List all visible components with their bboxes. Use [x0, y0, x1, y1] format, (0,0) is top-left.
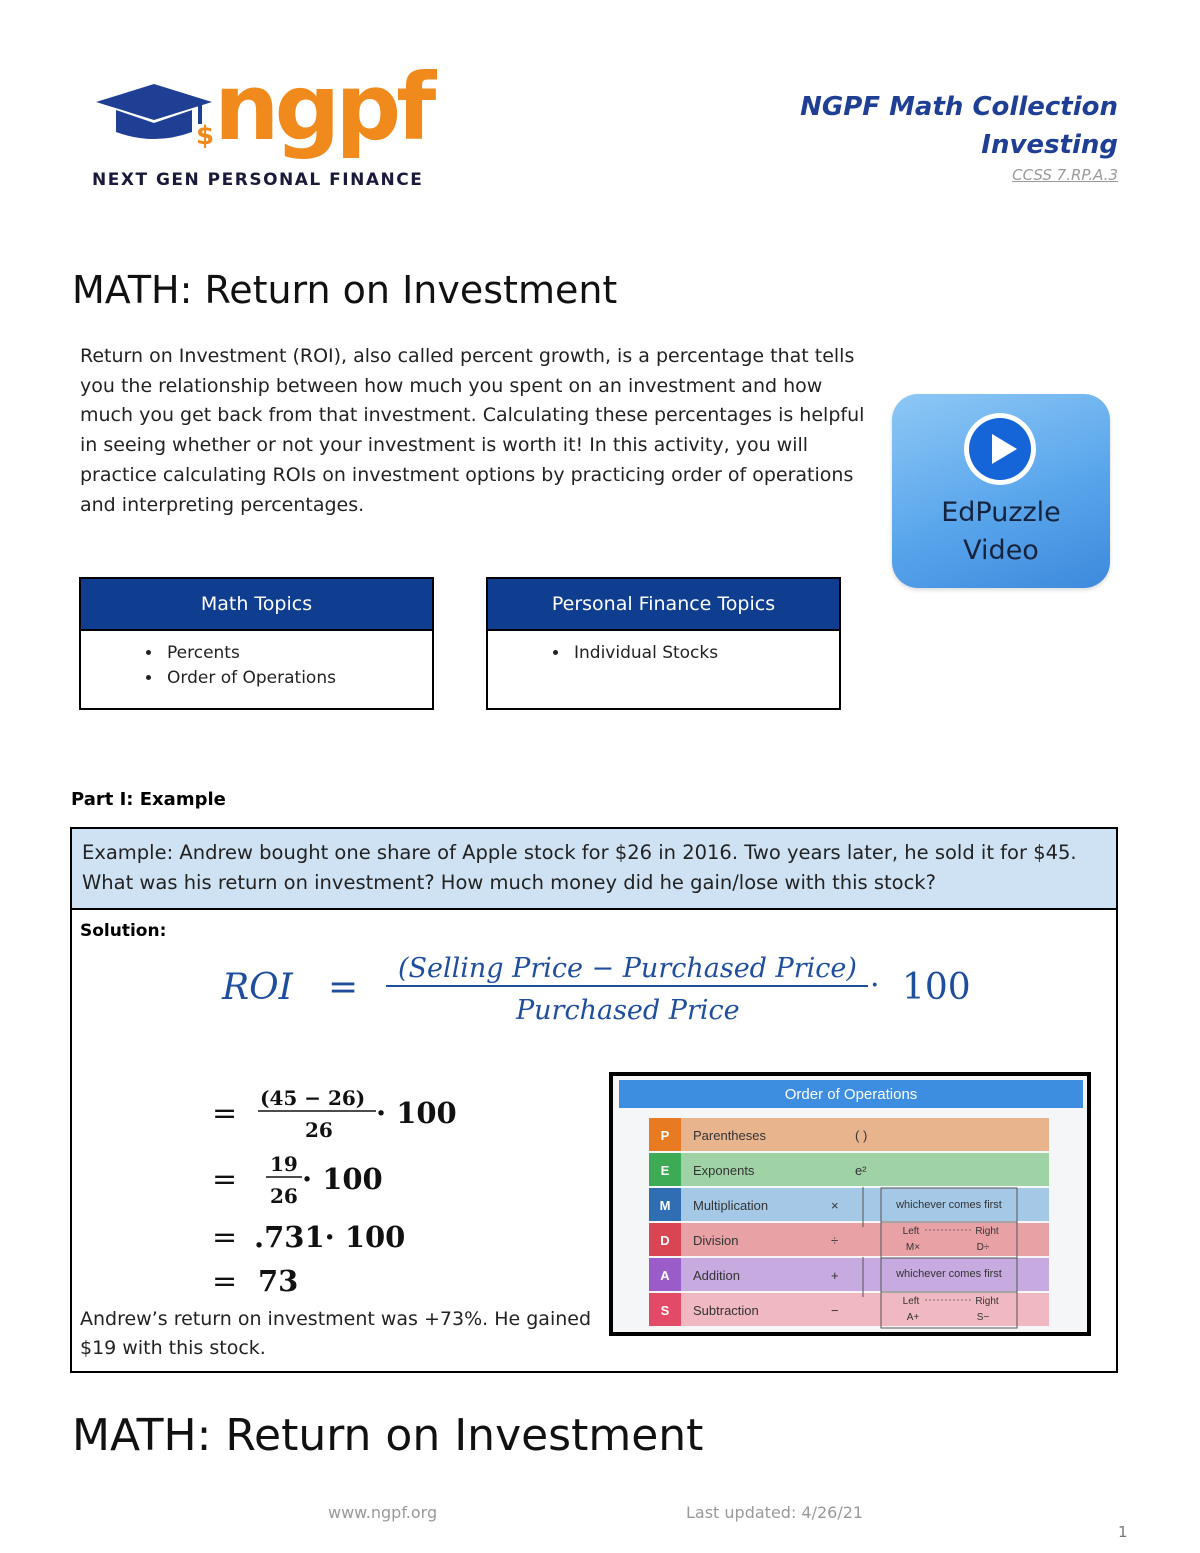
- order-of-operations-chart: Order of Operations P Parentheses ( ) E Expo…: [609, 1072, 1091, 1336]
- as-left-label: Left: [903, 1296, 920, 1307]
- formula-eq: =: [328, 967, 358, 1008]
- page-number: 1: [1118, 1523, 1128, 1541]
- pemdas-svg: Order of Operations P Parentheses ( ) E Expo…: [613, 1076, 1087, 1332]
- pemdas-row: [649, 1258, 1049, 1291]
- example-box: Example: Andrew bought one share of Appl…: [70, 827, 1118, 1373]
- pemdas-row: [649, 1118, 1049, 1151]
- pemdas-operation-name: Parentheses: [693, 1128, 766, 1143]
- pemdas-row: [649, 1293, 1049, 1326]
- pemdas-row: [649, 1153, 1049, 1186]
- formula-numerator: (Selling Price − Purchased Price): [398, 953, 857, 984]
- pemdas-symbol: +: [831, 1268, 839, 1283]
- logo-wordmark: ngpf: [214, 54, 436, 161]
- step2-tail: · 100: [302, 1162, 383, 1196]
- pemdas-letter-box: [649, 1118, 681, 1151]
- math-topics-heading: Math Topics: [81, 579, 432, 631]
- step2-eq: =: [212, 1162, 237, 1197]
- edpuzzle-video-button[interactable]: EdPuzzle Video: [892, 394, 1110, 588]
- ngpf-logo: $ ngpf NEXT GEN PERSONAL FINANCE: [92, 62, 436, 192]
- pemdas-operation-name: Division: [693, 1233, 739, 1248]
- step1-num: (45 − 26): [260, 1086, 365, 1110]
- pemdas-symbol: e²: [855, 1163, 867, 1178]
- pemdas-operation-name: Subtraction: [693, 1303, 759, 1318]
- pemdas-letter-box: [649, 1293, 681, 1326]
- finance-topics-box: Personal Finance Topics Individual Stock…: [486, 577, 841, 710]
- finance-topics-heading: Personal Finance Topics: [488, 579, 839, 631]
- pemdas-symbol: ÷: [831, 1233, 838, 1248]
- pemdas-letter: P: [661, 1128, 670, 1143]
- md-right-label: Right: [975, 1226, 999, 1237]
- graduation-cap-icon: $: [96, 84, 214, 150]
- edpuzzle-label-2: Video: [963, 535, 1039, 566]
- pemdas-letter: M: [660, 1198, 671, 1213]
- pemdas-letter: A: [660, 1268, 670, 1283]
- as-left-op: A+: [907, 1312, 920, 1323]
- collection-header: NGPF Math Collection Investing CCSS 7.RP…: [800, 88, 1118, 184]
- step4-eq: =: [212, 1264, 237, 1299]
- pemdas-letter: S: [661, 1303, 670, 1318]
- page-title: MATH: Return on Investment: [72, 268, 618, 312]
- pemdas-letter-box: [649, 1258, 681, 1291]
- solution-label: Solution:: [80, 921, 167, 941]
- play-icon: [964, 413, 1036, 485]
- pemdas-symbol: ( ): [855, 1128, 867, 1143]
- roi-formula: ROI = (Selling Price − Purchased Price) …: [212, 953, 971, 1299]
- footer-url[interactable]: www.ngpf.org: [328, 1503, 438, 1522]
- pemdas-row: [649, 1223, 1049, 1256]
- pemdas-letter: E: [661, 1163, 670, 1178]
- collection-name: NGPF Math Collection: [800, 92, 1118, 122]
- formula-denominator: Purchased Price: [515, 995, 740, 1026]
- list-item: Percents: [163, 641, 432, 666]
- step1-eq: =: [212, 1096, 237, 1131]
- pemdas-title: Order of Operations: [785, 1086, 918, 1103]
- as-right-label: Right: [975, 1296, 999, 1307]
- step2-num: 19: [270, 1152, 298, 1176]
- finance-topics-list: Individual Stocks: [488, 641, 839, 666]
- unit-name: Investing: [981, 130, 1118, 160]
- footer-updated: Last updated: 4/26/21: [686, 1503, 864, 1522]
- edpuzzle-label-1: EdPuzzle: [941, 497, 1061, 528]
- pemdas-operation-name: Exponents: [693, 1163, 755, 1178]
- logo-tagline: NEXT GEN PERSONAL FINANCE: [92, 170, 424, 190]
- formula-lhs: ROI: [221, 967, 294, 1008]
- as-note: whichever comes first: [895, 1268, 1002, 1280]
- repeat-title: MATH: Return on Investment: [72, 1410, 704, 1461]
- step1-tail: · 100: [376, 1096, 457, 1130]
- pemdas-row: [649, 1188, 1049, 1221]
- pemdas-operation-name: Addition: [693, 1268, 740, 1283]
- pemdas-letter-box: [649, 1188, 681, 1221]
- step2-den: 26: [270, 1184, 298, 1208]
- step1-den: 26: [305, 1118, 333, 1142]
- md-right-op: D÷: [977, 1242, 990, 1253]
- intro-paragraph: Return on Investment (ROI), also called …: [80, 345, 865, 516]
- pemdas-letter: D: [660, 1233, 669, 1248]
- pemdas-operation-name: Multiplication: [693, 1198, 768, 1213]
- as-group: [880, 1257, 1018, 1329]
- step3-eq: =: [212, 1220, 237, 1255]
- pemdas-symbol: −: [831, 1303, 839, 1318]
- step3-text: .731· 100: [254, 1220, 405, 1254]
- md-left-op: M×: [906, 1242, 920, 1253]
- math-topics-box: Math Topics Percents Order of Operations: [79, 577, 434, 710]
- formula-dot: ·: [870, 968, 880, 1003]
- list-item: Order of Operations: [163, 666, 432, 691]
- math-topics-list: Percents Order of Operations: [81, 641, 432, 691]
- formula-multiplier: 100: [902, 967, 971, 1008]
- as-right-op: S−: [977, 1312, 990, 1323]
- pemdas-letter-box: [649, 1153, 681, 1186]
- part-heading: Part I: Example: [71, 789, 226, 810]
- solution-conclusion: Andrew’s return on investment was +73%. …: [80, 1308, 592, 1359]
- step4-text: 73: [258, 1264, 298, 1298]
- md-note: whichever comes first: [895, 1199, 1002, 1211]
- pemdas-title-bar: [619, 1080, 1083, 1108]
- svg-text:$: $: [196, 121, 214, 150]
- pemdas-letter-box: [649, 1223, 681, 1256]
- standard-link[interactable]: CCSS 7.RP.A.3: [1012, 166, 1118, 184]
- example-question: Example: Andrew bought one share of Appl…: [72, 829, 1116, 910]
- list-item: Individual Stocks: [570, 641, 839, 666]
- md-left-label: Left: [903, 1226, 920, 1237]
- pemdas-symbol: ×: [831, 1198, 839, 1213]
